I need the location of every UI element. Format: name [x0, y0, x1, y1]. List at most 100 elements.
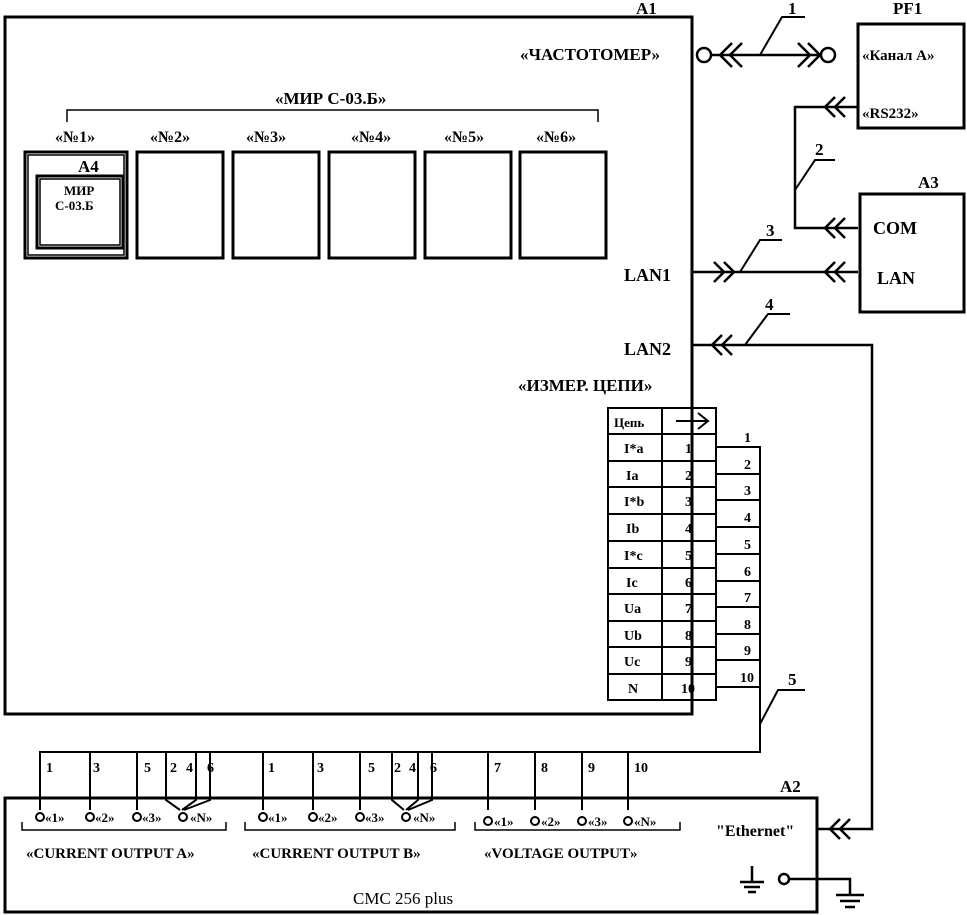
a2-label: A2	[780, 777, 801, 796]
slot-2-label: «№2»	[150, 129, 190, 146]
table-header: Цепь	[614, 415, 644, 430]
table-row-name: I*c	[624, 549, 643, 564]
a2-wire-label: 9	[588, 761, 595, 776]
slot-1-frame	[23, 150, 129, 260]
a2-wire-label: 10	[634, 761, 648, 776]
cable-1-label: 1	[788, 0, 797, 18]
slot-2-frame	[135, 150, 225, 260]
wire-number: 2	[744, 458, 751, 473]
pf1-label: PF1	[893, 0, 922, 18]
module-mir	[35, 174, 125, 250]
a2-wire-label: 3	[93, 761, 100, 776]
a2-wire-label: 2	[394, 761, 401, 776]
a2-wire-label: 4	[186, 761, 193, 776]
group-current-a: «CURRENT OUTPUT A»	[26, 846, 195, 862]
a3-label: A3	[918, 173, 939, 192]
a2-wire-label: 2	[170, 761, 177, 776]
slot-1-label: «№1»	[55, 129, 95, 146]
block-pf1	[856, 22, 966, 130]
cable-5-label: 5	[788, 670, 797, 689]
a2-wire-label: 4	[409, 761, 416, 776]
lan2-label: LAN2	[624, 339, 671, 359]
table-row-num: 9	[685, 655, 692, 670]
wire-number: 6	[744, 565, 751, 580]
wire-number: 8	[744, 618, 751, 633]
table-row-name: I*b	[624, 495, 644, 510]
table-wires	[39, 446, 805, 811]
lan1-label: LAN1	[624, 265, 671, 285]
table-row-name: Ia	[626, 469, 638, 484]
table-row-num: 8	[685, 629, 692, 644]
terminal-label: «N»	[190, 810, 212, 825]
a2-wire-label: 1	[268, 761, 275, 776]
ground-wire	[790, 877, 852, 895]
table-row-name: Ic	[626, 576, 638, 591]
terminal-label: «N»	[634, 814, 656, 829]
slot-4-frame	[327, 150, 417, 260]
table-row-name: N	[628, 682, 638, 697]
terminal-label: «2»	[541, 814, 561, 829]
a2-wire-label: 3	[317, 761, 324, 776]
izmer-label: «ИЗМЕР. ЦЕПИ»	[518, 376, 652, 395]
wire-number: 9	[744, 644, 751, 659]
table-row-num: 6	[685, 576, 692, 591]
cable-2-label: 2	[815, 140, 824, 159]
table-row-name: Uc	[624, 655, 640, 670]
cable-4-label: 4	[765, 295, 774, 314]
terminal-label: «1»	[45, 810, 65, 825]
terminal-label: «1»	[494, 814, 514, 829]
module-line1: МИР	[64, 183, 94, 198]
mir-group-label: «МИР С-03.Б»	[275, 89, 386, 108]
a2-wire-label: 8	[541, 761, 548, 776]
wire-number: 5	[744, 538, 751, 553]
a4-label: A4	[78, 157, 99, 176]
slot-3-frame	[231, 150, 321, 260]
terminal-label: «2»	[95, 810, 115, 825]
terminal-label: «N»	[413, 810, 435, 825]
mir-group-bracket	[66, 109, 599, 122]
slot-6-label: «№6»	[536, 129, 576, 146]
slot-3-label: «№3»	[246, 129, 286, 146]
a2-wire-label: 6	[207, 761, 214, 776]
terminal-label: «3»	[588, 814, 608, 829]
table-row-name: Ua	[624, 602, 641, 617]
wire-number: 1	[744, 431, 751, 446]
chastotomer-label: «ЧАСТОТОМЕР»	[520, 45, 660, 64]
block-a1	[3, 15, 694, 716]
module-line2: С-03.Б	[55, 198, 94, 213]
table-row-num: 5	[685, 549, 692, 564]
table-row-num: 3	[685, 495, 692, 510]
table-row-num: 2	[685, 469, 692, 484]
wire-number: 7	[744, 591, 751, 606]
table-row-num: 10	[681, 682, 695, 697]
block-a2	[3, 796, 819, 914]
group-voltage: «VOLTAGE OUTPUT»	[484, 846, 637, 862]
slot-4-label: «№4»	[351, 129, 391, 146]
ethernet-label: "Ethernet"	[716, 823, 794, 840]
slot-5-label: «№5»	[444, 129, 484, 146]
wire-number: 3	[744, 484, 751, 499]
wire-number: 10	[740, 671, 754, 686]
table-row-name: I*a	[624, 442, 643, 457]
slot-6-frame	[518, 150, 608, 260]
wire-number: 4	[744, 511, 751, 526]
slot-5-frame	[423, 150, 513, 260]
a2-wire-label: 7	[494, 761, 501, 776]
pf1-rs232: «RS232»	[862, 106, 919, 122]
a2-wire-label: 5	[144, 761, 151, 776]
terminal-label: «3»	[365, 810, 385, 825]
cable-4	[692, 343, 874, 831]
pf1-channel: «Канал А»	[862, 48, 934, 64]
cable-2	[793, 105, 858, 230]
table-row-name: Ub	[624, 629, 642, 644]
table-row-num: 1	[685, 442, 692, 457]
a2-device-name: CMC 256 plus	[353, 889, 453, 908]
a2-wire-label: 1	[46, 761, 53, 776]
a2-wire-label: 5	[368, 761, 375, 776]
a1-label: A1	[636, 0, 657, 18]
cable-3-label: 3	[766, 221, 775, 240]
a3-com: COM	[873, 218, 917, 238]
a3-lan: LAN	[877, 268, 915, 288]
table-row-num: 7	[685, 602, 692, 617]
table-row-name: Ib	[626, 522, 639, 537]
